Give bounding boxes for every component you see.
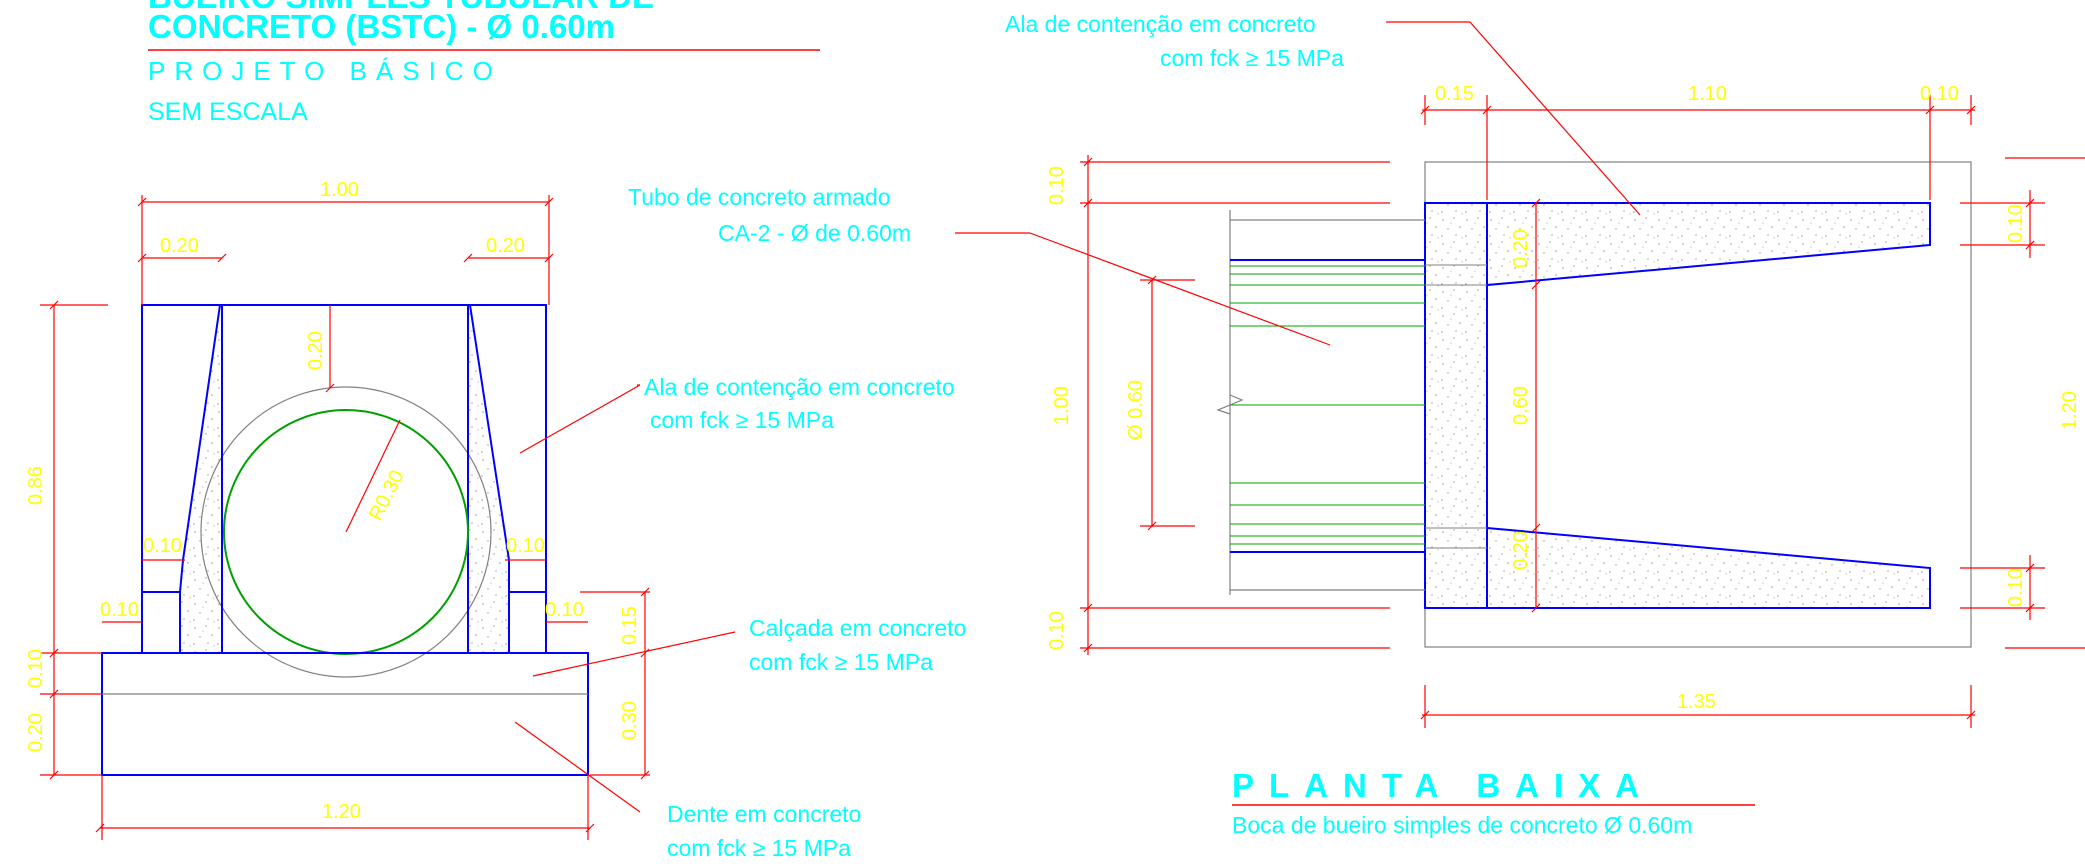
- note-front-wing-1: Ala de contenção em concreto: [644, 374, 955, 400]
- dim-plan-tip-top: 0.10: [2005, 204, 2027, 243]
- scale-label: SEM ESCALA: [148, 98, 308, 126]
- dim-plan-opening: 0.60: [1510, 386, 1532, 425]
- dim-plan-top-left: 0.15: [1435, 83, 1474, 105]
- subtitle: PROJETO BÁSICO: [148, 56, 502, 86]
- dim-front-step-left: 0.10: [100, 599, 139, 621]
- note-front-tooth-2: com fck ≥ 15 MPa: [667, 835, 851, 861]
- plan-headwall: [1424, 202, 1488, 609]
- dim-front-right-upper: 0.15: [619, 606, 641, 645]
- ledge-left: [142, 591, 181, 653]
- note-plan-pipe-1: Tubo de concreto armado: [628, 184, 891, 210]
- dim-plan-top-right: 0.10: [1920, 83, 1959, 105]
- note-plan-pipe-2: CA-2 - Ø de 0.60m: [718, 220, 911, 246]
- dim-plan-wing-root-top: 0.20: [1510, 229, 1532, 268]
- plan-subtitle: Boca de bueiro simples de concreto Ø 0.6…: [1232, 812, 1692, 838]
- wing-wall-right: [467, 304, 510, 654]
- dim-front-ledge-left: 0.10: [143, 535, 182, 557]
- wing-wall-left: [179, 304, 223, 654]
- dim-plan-bottom-total: 1.35: [1677, 691, 1716, 713]
- dim-front-radius: R0.30: [365, 467, 409, 525]
- base-slab: [101, 652, 589, 776]
- plan-leaders: [955, 21, 1641, 346]
- front-view: 1.00 0.20 0.20 0.20 R0.30 0.86 0.10 0.10…: [25, 179, 966, 861]
- dim-plan-right-total: 1.20: [2059, 391, 2081, 430]
- note-front-tooth-1: Dente em concreto: [667, 801, 861, 827]
- note-front-slab-1: Calçada em concreto: [749, 615, 966, 641]
- dim-front-slab: 0.10: [25, 649, 47, 688]
- dim-front-wing-right: 0.20: [486, 235, 525, 257]
- plan-dimensions: [1080, 95, 2085, 728]
- title-block: BUEIRO SIMPLES TUBULAR DE CONCRETO (BSTC…: [148, 0, 820, 126]
- dim-plan-left-total: 1.00: [1051, 386, 1073, 425]
- note-front-wing-2: com fck ≥ 15 MPa: [650, 407, 834, 433]
- dim-plan-left-bottom: 0.10: [1046, 611, 1068, 650]
- dim-front-ledge-right: 0.10: [506, 535, 545, 557]
- plan-wing-top: [1486, 202, 1931, 287]
- front-dimensions: [40, 195, 650, 840]
- dim-plan-pipe-dia: Ø 0.60: [1125, 380, 1147, 440]
- dim-front-height: 0.86: [25, 466, 47, 505]
- dim-front-step-right: 0.10: [545, 599, 584, 621]
- dim-plan-tip-bottom: 0.10: [2005, 568, 2027, 607]
- dim-plan-wing-root-bottom: 0.20: [1510, 531, 1532, 570]
- front-leaders: [514, 384, 736, 813]
- dim-front-cover: 0.20: [305, 331, 327, 370]
- ledge-right: [508, 591, 546, 653]
- note-front-slab-2: com fck ≥ 15 MPa: [749, 649, 933, 675]
- plan-pipe-break: [1216, 394, 1244, 415]
- dim-plan-left-top: 0.10: [1046, 166, 1068, 205]
- title-line-2: CONCRETO (BSTC) - Ø 0.60m: [148, 8, 615, 45]
- plan-title: PLANTA BAIXA: [1232, 767, 1654, 804]
- dim-front-right-lower: 0.30: [619, 701, 641, 740]
- note-plan-wing-2: com fck ≥ 15 MPa: [1160, 45, 1344, 71]
- dim-front-tooth: 0.20: [25, 713, 47, 752]
- title-line-1: BUEIRO SIMPLES TUBULAR DE: [148, 0, 654, 15]
- plan-wing-bottom: [1486, 526, 1931, 609]
- note-plan-wing-1: Ala de contenção em concreto: [1005, 11, 1316, 37]
- dim-front-base-width: 1.20: [322, 801, 361, 823]
- plan-view: 0.15 1.10 0.10 0.10 1.00 0.10 Ø 0.60 0.2…: [628, 11, 2085, 838]
- dim-front-wing-left: 0.20: [160, 235, 199, 257]
- plan-pipe: [1216, 210, 1425, 595]
- dim-plan-top-mid: 1.10: [1688, 83, 1727, 105]
- dim-front-width-top: 1.00: [320, 179, 359, 201]
